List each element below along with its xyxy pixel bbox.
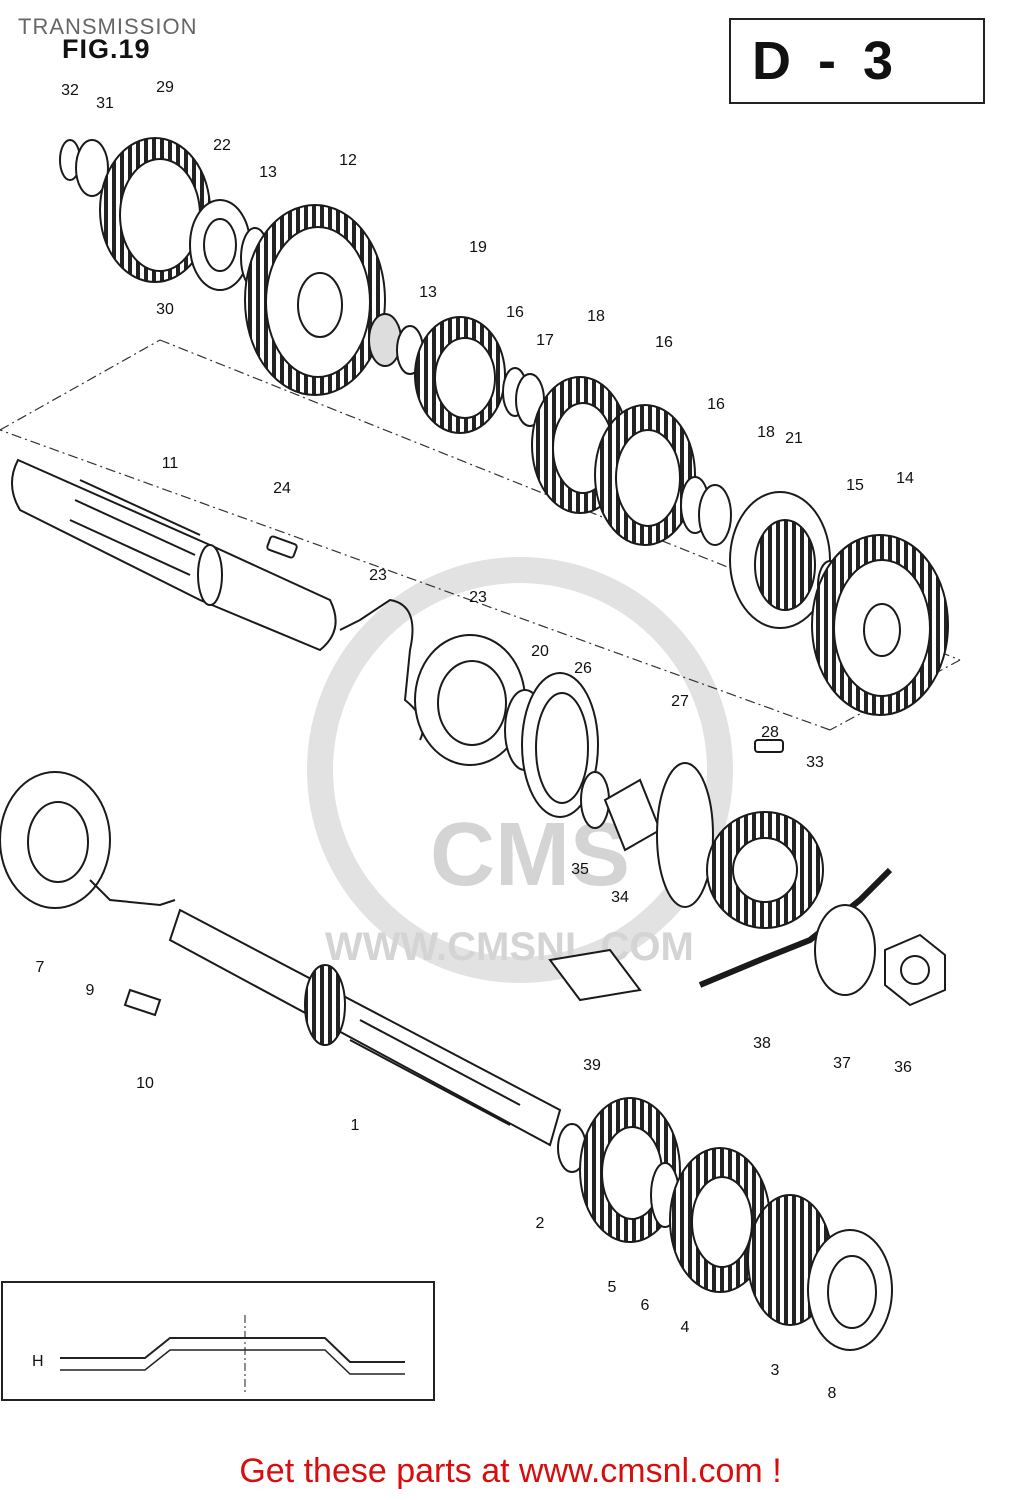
part-number-label: 14: [896, 470, 914, 487]
part-number-label: 39: [583, 1057, 601, 1074]
part-number-label: 16: [707, 396, 725, 413]
chain-link-40: [548, 948, 642, 1002]
part-number-label: 16: [506, 304, 524, 321]
screw-26: [266, 535, 298, 559]
part-number-label: 22: [213, 137, 231, 154]
screw-10: [123, 988, 162, 1017]
watermark: CMS WWW.CMSNL.COM: [307, 557, 733, 983]
drive-shaft-group: [0, 771, 893, 1351]
footer-link[interactable]: Get these parts at www.cmsnl.com !: [239, 1452, 782, 1490]
part-number-label: 18: [757, 424, 775, 441]
inset-detail: H: [1, 1281, 435, 1401]
part-number-label: 32: [61, 82, 79, 99]
reference-code: D - 3: [752, 31, 900, 91]
part-number-label: 11: [162, 455, 179, 472]
part-number-label: 12: [339, 152, 357, 169]
page-title: TRANSMISSION: [18, 14, 198, 39]
chain-39: [698, 867, 893, 988]
part-number-label: 23: [369, 567, 387, 584]
part-number-label: 10: [136, 1075, 154, 1092]
part-number-label: 15: [846, 477, 864, 494]
washer-18-b: [698, 484, 732, 546]
part-number-label: 6: [641, 1297, 650, 1314]
watermark-url: WWW.CMSNL.COM: [325, 925, 694, 969]
part-number-label: 36: [894, 1059, 912, 1076]
part-number-label: 20: [531, 643, 549, 660]
retainer-9: [89, 879, 176, 907]
part-number-label: 5: [608, 1279, 617, 1296]
inset-dimension-label: H: [32, 1353, 44, 1370]
needle-bearing-14: [368, 313, 402, 367]
plate-28: [656, 762, 714, 908]
part-number-label: 13: [259, 164, 277, 181]
part-number-label: 1: [351, 1117, 360, 1134]
part-number-label: 31: [96, 95, 114, 112]
part-number-label: 17: [536, 332, 554, 349]
part-number-label: 33: [806, 754, 824, 771]
figure-label: FIG.19: [62, 34, 151, 64]
part-number-label: 23: [469, 589, 487, 606]
counter-shaft-group: [59, 137, 949, 716]
part-number-label: 37: [833, 1055, 851, 1072]
part-number-label: 13: [419, 284, 437, 301]
part-number-label: 21: [785, 430, 803, 447]
part-number-label: 8: [828, 1385, 837, 1402]
part-number-label: 30: [156, 301, 174, 318]
bolt-29: [754, 739, 784, 753]
part-number-label: 3: [771, 1362, 780, 1379]
part-number-label: 27: [671, 693, 689, 710]
washer-32: [75, 139, 109, 197]
exploded-diagram: CMS WWW.CMSNL.COM: [0, 79, 961, 1402]
part-number-callouts: 1234567891011121313141516161617181819202…: [36, 79, 914, 1402]
shaft-1: [168, 908, 562, 1147]
part-number-label: 29: [156, 79, 174, 96]
part-number-label: 7: [36, 959, 45, 976]
part-number-label: 34: [611, 889, 629, 906]
part-number-label: 4: [681, 1319, 690, 1336]
part-number-label: 18: [587, 308, 605, 325]
part-number-label: 19: [469, 239, 487, 256]
part-number-label: 35: [571, 861, 589, 878]
part-number-label: 28: [761, 724, 779, 741]
part-number-label: 9: [86, 982, 95, 999]
part-number-label: 24: [273, 480, 291, 497]
part-number-label: 26: [574, 660, 592, 677]
shaft-11-group: [11, 458, 946, 1007]
part-number-label: 2: [536, 1215, 545, 1232]
part-number-label: 38: [753, 1035, 771, 1052]
reference-box: [729, 18, 985, 104]
part-number-label: 16: [655, 334, 673, 351]
lockwasher-38: [814, 904, 876, 996]
